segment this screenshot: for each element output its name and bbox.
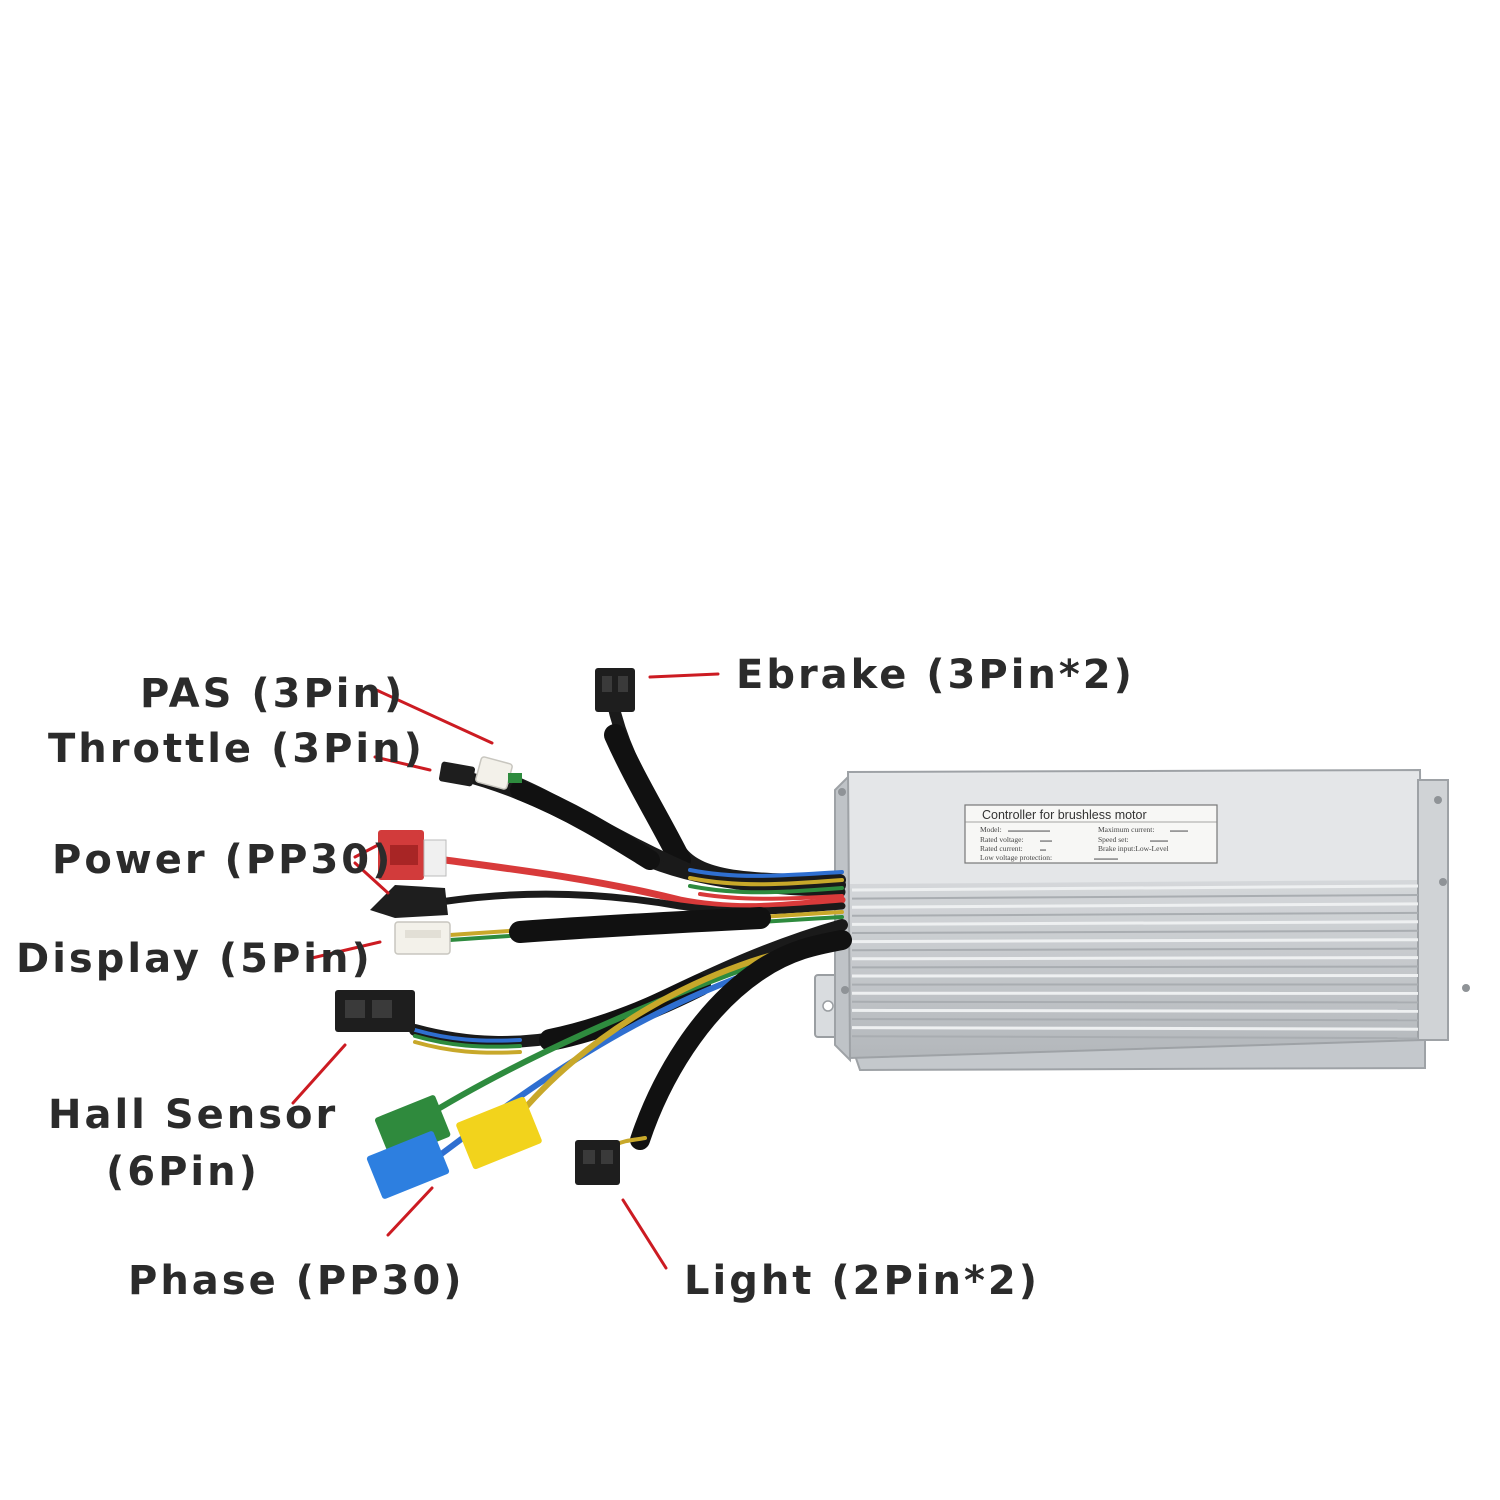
svg-text:▬▬: ▬▬: [1040, 838, 1052, 844]
leader-lines: [291, 672, 720, 1270]
nameplate-title: Controller for brushless motor: [982, 808, 1147, 822]
heat-sink-fin: [851, 929, 1419, 934]
light-leader: [621, 1198, 668, 1270]
pas-sleeve: [510, 780, 660, 870]
svg-text:▬: ▬: [1040, 847, 1046, 853]
label-hall-sensor: Hall Sensor: [48, 1092, 338, 1138]
screw: [1439, 878, 1447, 886]
screw: [1462, 984, 1470, 992]
throttle-leader: [373, 755, 432, 772]
nameplate-model-label: Model:: [980, 825, 1002, 834]
heat-sink-fin: [851, 884, 1419, 892]
power-red-wire: [441, 856, 846, 911]
housing-side-flange: [1417, 779, 1449, 1041]
heat-sink-fin: [851, 974, 1419, 978]
nameplate: Controller for brushless motor Model: ▬▬…: [964, 804, 1218, 864]
power-red-connector: [378, 830, 447, 880]
screw: [841, 986, 849, 994]
phase-leader: [386, 1186, 434, 1237]
heat-sink-fin: [851, 920, 1419, 926]
callout-labels: PAS (3Pin) Throttle (3Pin) Power (PP30) …: [16, 652, 1135, 1304]
label-display: Display (5Pin): [16, 936, 373, 982]
hall-sensor-leader: [291, 1043, 347, 1105]
nameplate-rated-current-label: Rated current:: [980, 844, 1023, 853]
heat-sink-fin: [851, 965, 1419, 969]
ebrake-leader: [648, 672, 720, 679]
light-connector: [575, 1140, 620, 1185]
nameplate-brake-input: Brake input:Low-Level: [1098, 844, 1169, 853]
label-throttle: Throttle (3Pin): [48, 726, 425, 772]
heat-sink-fin: [851, 911, 1419, 917]
svg-text:▬▬▬▬: ▬▬▬▬: [1094, 856, 1118, 862]
svg-text:▬▬▬: ▬▬▬: [1170, 828, 1188, 834]
nameplate-rated-voltage-label: Rated voltage:: [980, 835, 1024, 844]
display-sleeve: [509, 907, 771, 943]
label-light: Light (2Pin*2): [684, 1258, 1040, 1304]
pas-connector: [475, 756, 522, 790]
power-black-connector: [370, 885, 448, 918]
svg-text:▬▬▬▬▬▬▬: ▬▬▬▬▬▬▬: [1008, 828, 1050, 834]
label-phase: Phase (PP30): [128, 1258, 465, 1304]
nameplate-speed-set-label: Speed set:: [1098, 835, 1129, 844]
svg-text:▬▬▬: ▬▬▬: [1150, 838, 1168, 844]
heat-sink-fin: [851, 1035, 1419, 1040]
screw: [1434, 796, 1442, 804]
connectors: [335, 668, 635, 1199]
heat-sink-fin: [851, 956, 1419, 961]
phase-yellow-connector: [456, 1096, 542, 1170]
label-ebrake: Ebrake (3Pin*2): [736, 652, 1135, 698]
screw: [838, 788, 846, 796]
label-pas: PAS (3Pin): [140, 671, 405, 717]
heat-sink-fin: [851, 947, 1419, 952]
ebrake-connector: [595, 668, 635, 712]
power-leader-lower: [353, 861, 390, 895]
nameplate-max-current-label: Maximum current:: [1098, 825, 1154, 834]
power-black-wire: [436, 890, 846, 915]
heat-sink-fin: [851, 893, 1419, 900]
ebrake-sleeve: [604, 724, 691, 871]
nameplate-border: [964, 804, 1218, 864]
phase-blue-connector: [366, 1131, 450, 1199]
heat-sink-fins: [851, 884, 1419, 1040]
mounting-hole: [822, 1000, 834, 1012]
label-power: Power (PP30): [52, 837, 393, 883]
heat-sink-fin: [851, 1026, 1419, 1031]
display-leader: [310, 940, 382, 960]
nameplate-low-voltage-label: Low voltage protection:: [980, 853, 1052, 862]
heat-sink-fin: [851, 1018, 1419, 1022]
throttle-connector: [438, 761, 476, 787]
heat-sink-fin: [851, 938, 1419, 944]
light-cable: [630, 930, 852, 1150]
label-hall-sensor-pins: (6Pin): [106, 1149, 260, 1195]
heat-sink-fin: [851, 1008, 1419, 1013]
hall-sensor-connector: [335, 990, 415, 1032]
display-connector: [394, 921, 451, 955]
heat-sink-fin: [851, 1000, 1419, 1004]
pas-leader: [370, 686, 494, 745]
power-leader-upper: [353, 843, 380, 859]
heat-sink-fin: [851, 902, 1419, 909]
